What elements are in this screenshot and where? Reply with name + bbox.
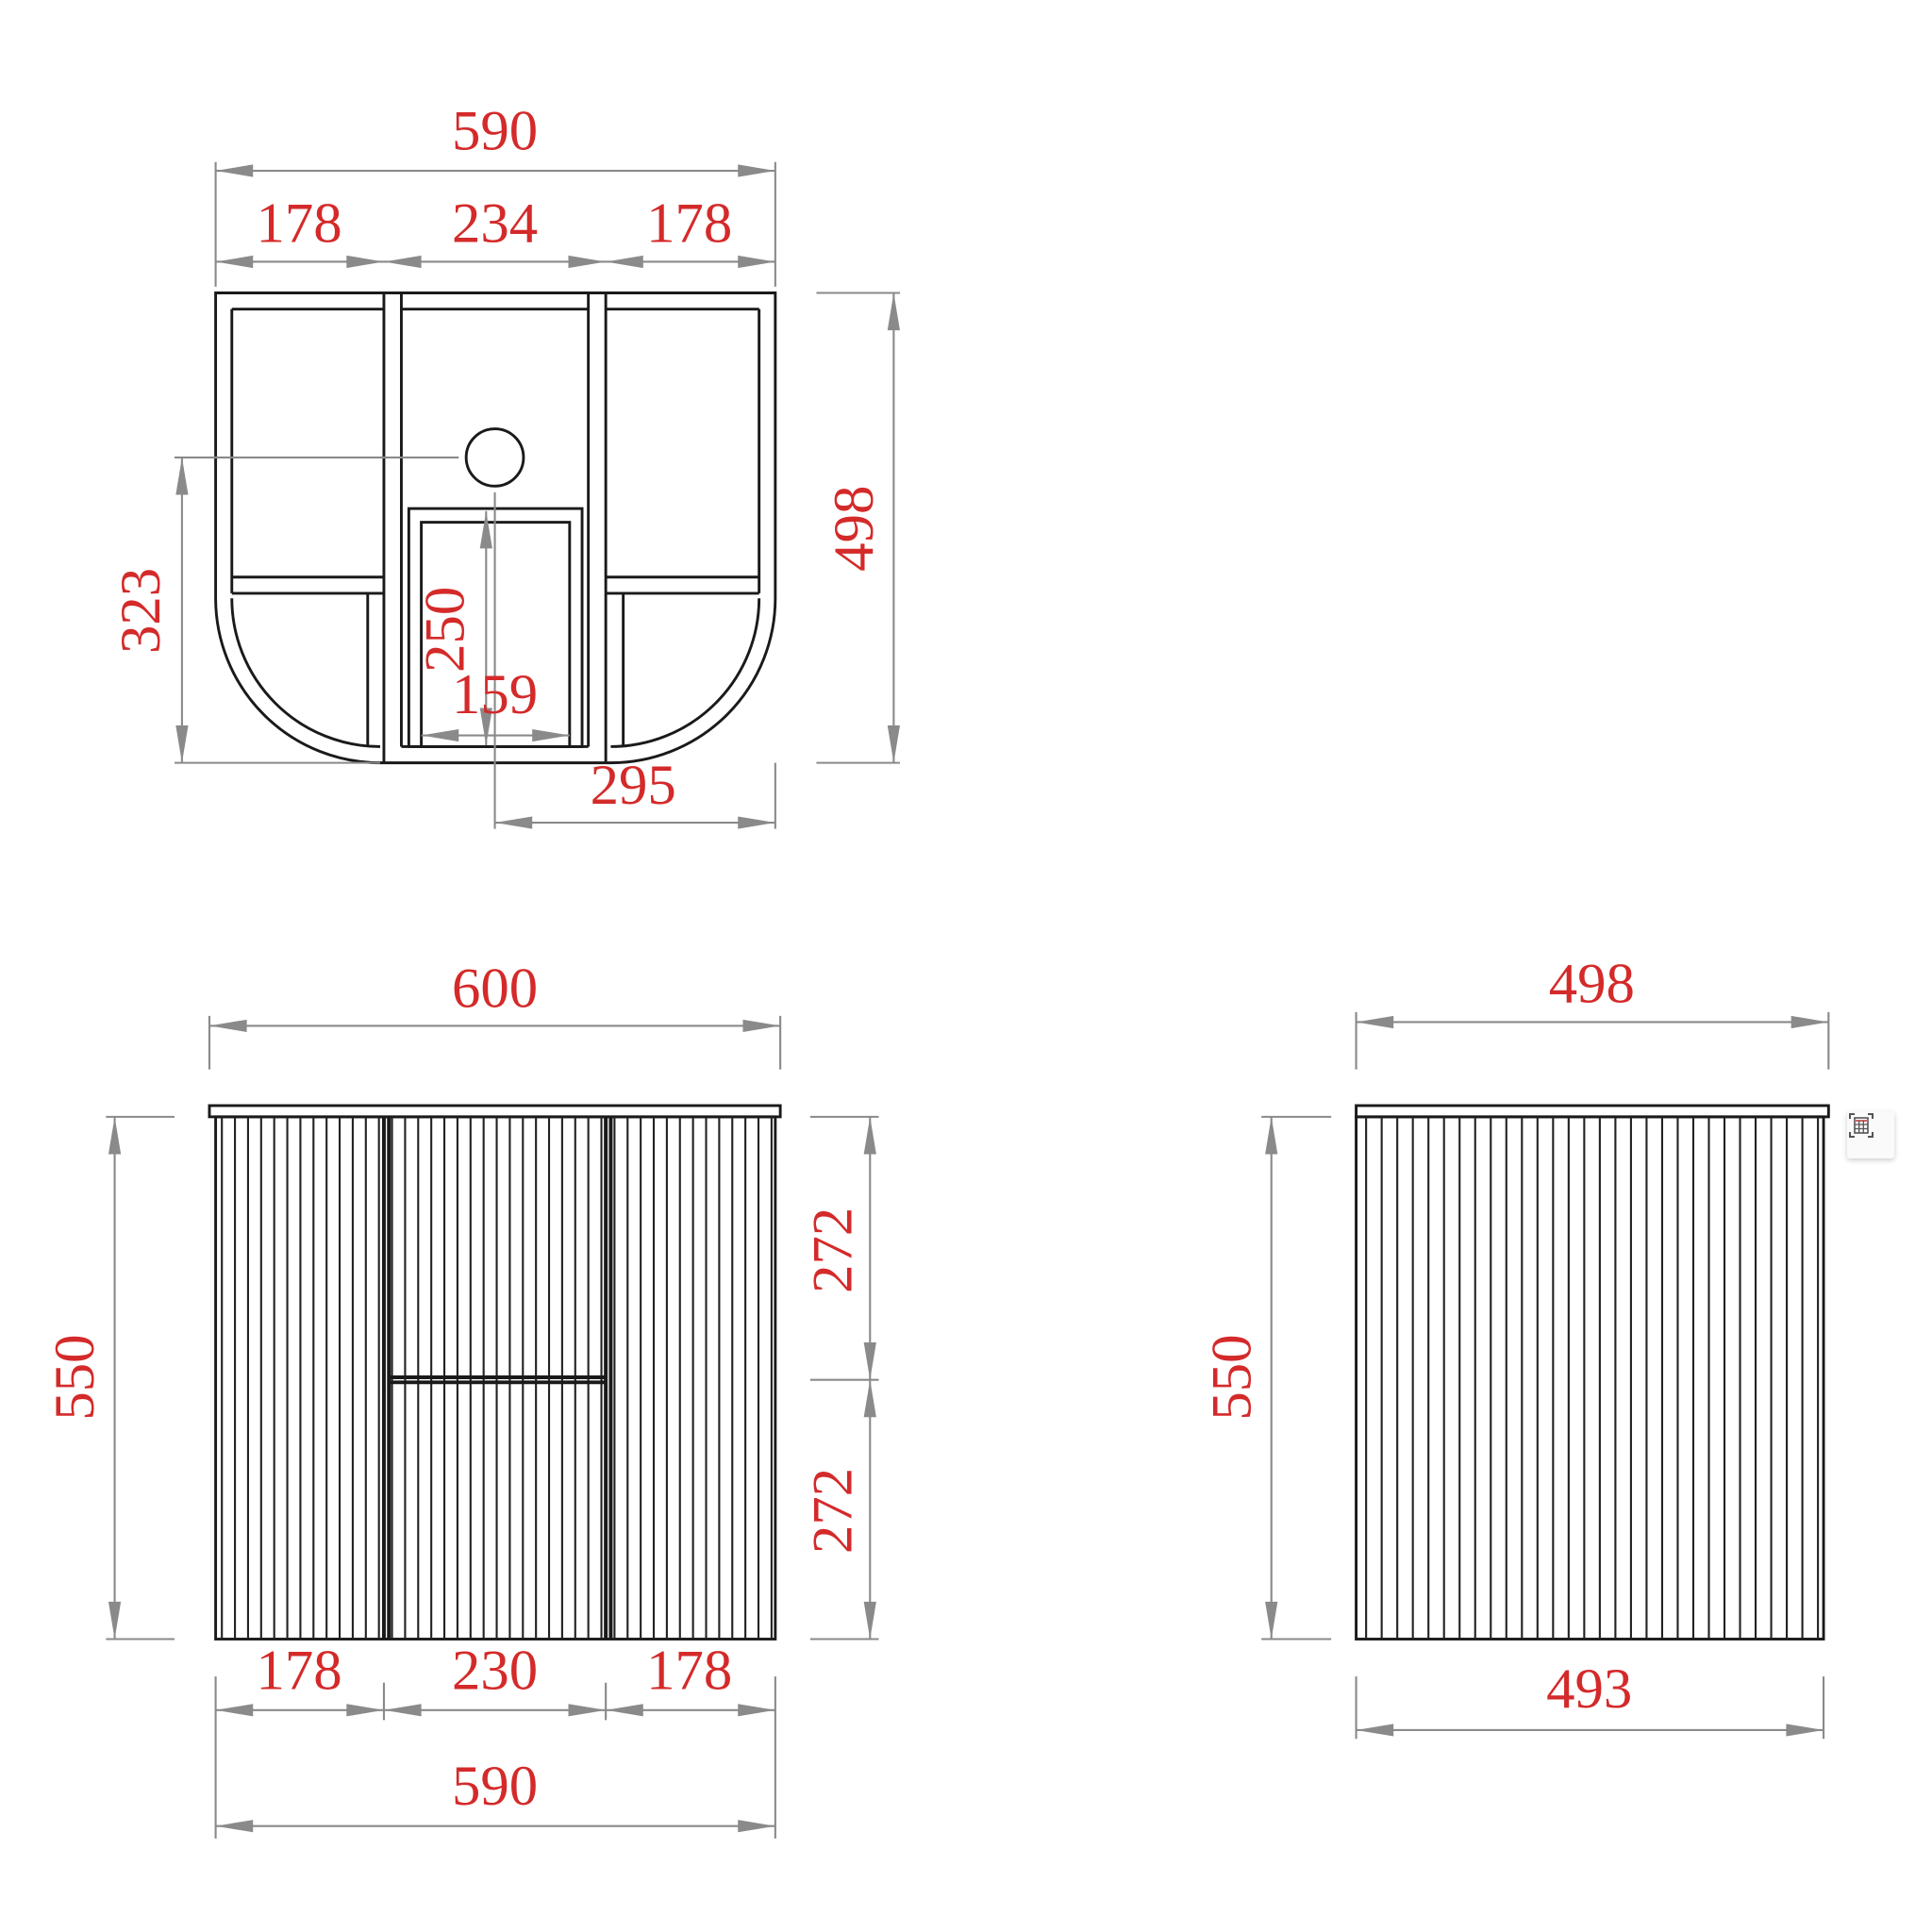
dim-side-550: 550 <box>1200 1334 1263 1420</box>
front-view <box>106 1015 879 1839</box>
arrowhead <box>738 164 775 177</box>
dim-drawer-250: 250 <box>414 587 477 673</box>
arrowhead <box>383 1704 422 1717</box>
dim-lower-272: 272 <box>801 1468 864 1554</box>
arrowhead <box>383 255 422 269</box>
arrowhead <box>108 1601 122 1640</box>
arrowhead <box>175 457 189 495</box>
arrowhead <box>863 1379 876 1418</box>
dim-top-right-178: 178 <box>646 192 732 255</box>
arrowhead <box>346 1704 384 1717</box>
arrowhead <box>863 1601 876 1640</box>
arrowhead <box>532 728 570 742</box>
side-view <box>1261 1011 1830 1740</box>
dim-top-center-234: 234 <box>452 192 538 255</box>
arrowhead <box>1790 1015 1829 1029</box>
dim-front-590: 590 <box>452 1755 538 1818</box>
arrowhead <box>863 1342 876 1380</box>
arrowhead <box>215 255 254 269</box>
arrowhead <box>479 708 492 746</box>
arrowhead <box>215 1820 254 1833</box>
table-scan-button[interactable] <box>1847 1111 1894 1158</box>
dim-waste-323: 323 <box>109 568 173 654</box>
dim-side-493: 493 <box>1546 1657 1632 1721</box>
arrowhead <box>1356 1015 1394 1029</box>
dim-front-left-178: 178 <box>257 1639 342 1702</box>
arrowhead <box>1786 1724 1824 1737</box>
arrowhead <box>568 255 607 269</box>
dim-front-center-230: 230 <box>452 1639 538 1702</box>
arrowhead <box>208 1019 247 1033</box>
arrowhead <box>863 1116 876 1155</box>
arrowhead <box>738 1704 775 1717</box>
top-view <box>174 161 900 829</box>
dim-front-600: 600 <box>452 958 538 1021</box>
dim-upper-272: 272 <box>801 1208 864 1293</box>
arrowhead <box>346 255 384 269</box>
arrowhead <box>887 724 900 763</box>
dim-top-left-178: 178 <box>257 192 342 255</box>
arrowhead <box>1265 1116 1278 1155</box>
arrowhead <box>215 164 254 177</box>
dim-drawer-159: 159 <box>452 663 538 726</box>
arrowhead <box>215 1704 254 1717</box>
arrowhead <box>606 1704 643 1717</box>
dim-top-depth-498: 498 <box>823 486 886 572</box>
arrowhead <box>1265 1601 1278 1640</box>
dim-offset-295: 295 <box>591 754 676 817</box>
dim-front-550: 550 <box>43 1334 107 1420</box>
waste-hole <box>464 427 525 488</box>
arrowhead <box>568 1704 607 1717</box>
arrowhead <box>738 255 775 269</box>
arrowhead <box>738 816 775 829</box>
arrowhead <box>108 1116 122 1155</box>
arrowhead <box>175 724 189 763</box>
arrowhead <box>479 510 492 549</box>
dim-front-right-178: 178 <box>646 1639 732 1702</box>
arrowhead <box>1356 1724 1394 1737</box>
arrowhead <box>494 816 533 829</box>
arrowhead <box>606 255 643 269</box>
arrowhead <box>887 292 900 331</box>
arrowhead <box>742 1019 781 1033</box>
arrowhead <box>421 728 459 742</box>
dim-top-590: 590 <box>452 100 538 163</box>
arrowhead <box>738 1820 775 1833</box>
dim-side-498: 498 <box>1549 952 1635 1015</box>
table-scan-icon <box>1849 1113 1874 1138</box>
